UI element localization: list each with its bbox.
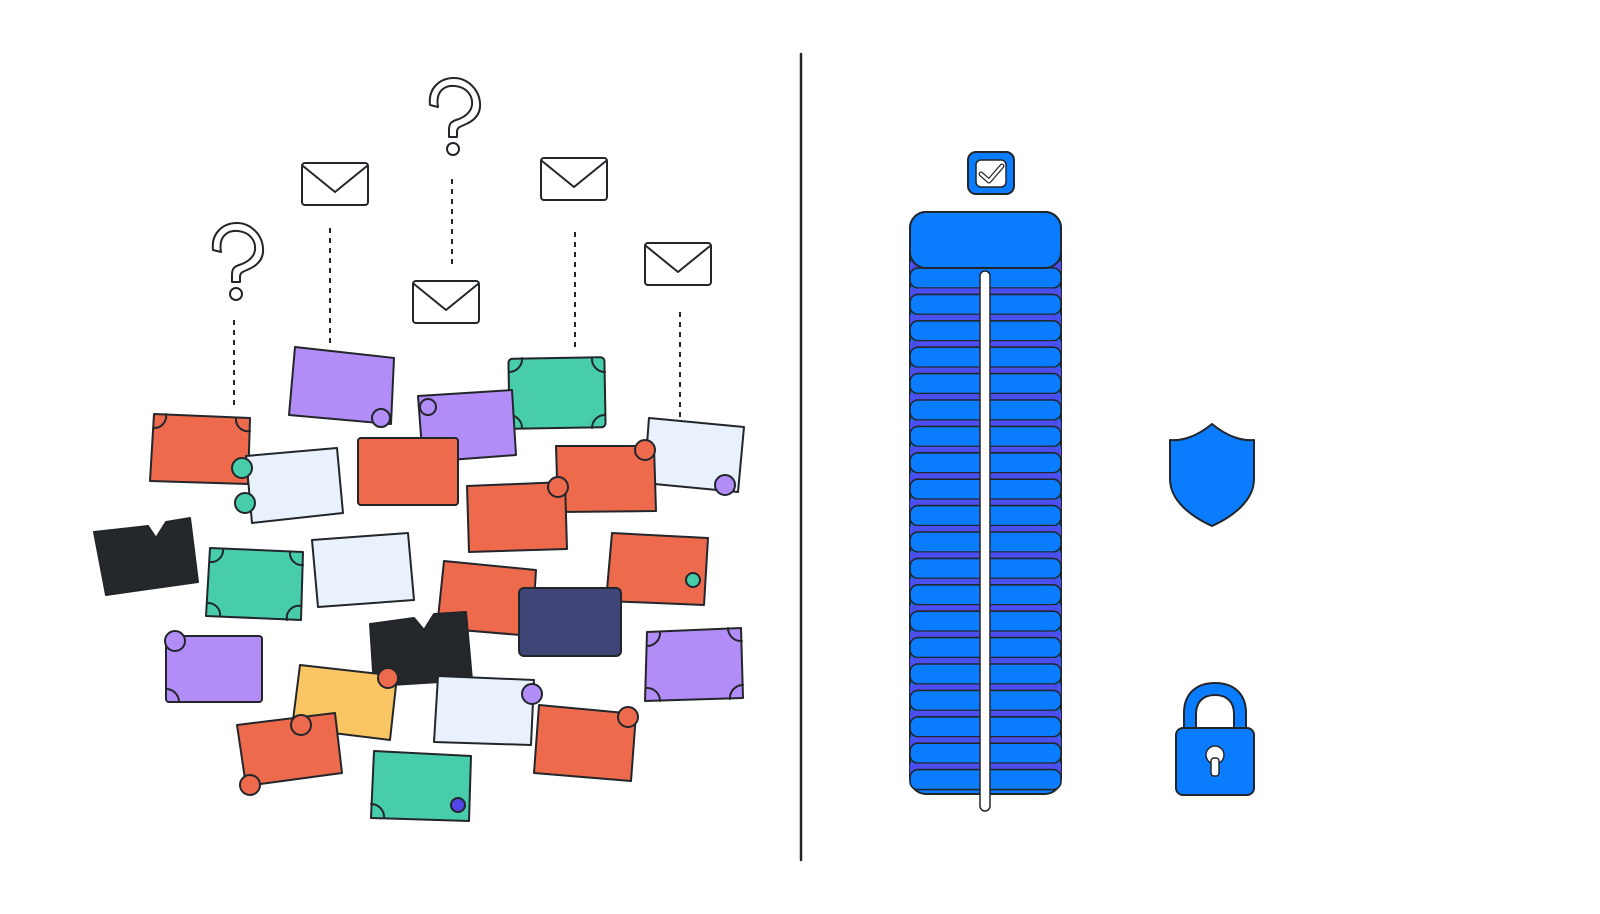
data-card-orange: [357, 437, 459, 506]
padlock-icon: [1175, 682, 1255, 796]
question-mark-icon: [211, 222, 265, 301]
data-card-orange: [555, 439, 657, 513]
data-card-navy: [518, 587, 622, 657]
scattered-data-cards: [93, 346, 745, 822]
data-card-orange: [533, 704, 639, 782]
data-card-teal: [370, 750, 472, 822]
dashed-connectors: [233, 179, 681, 418]
envelope-icon: [644, 242, 712, 286]
data-card-purple: [164, 630, 263, 703]
data-card-orange: [605, 532, 709, 606]
data-card-orange: [466, 476, 569, 553]
question-mark-icon: [428, 77, 482, 156]
data-card-teal: [205, 547, 304, 621]
shield-icon: [1169, 423, 1255, 527]
data-card-pale: [433, 675, 543, 746]
data-card-teal: [507, 356, 607, 430]
data-card-pale: [311, 532, 415, 608]
server-rail: [979, 270, 991, 812]
folder-card-black: [93, 517, 199, 596]
data-card-orange: [236, 712, 343, 796]
data-card-purple: [644, 627, 744, 702]
envelope-icon: [540, 157, 608, 201]
data-card-pale: [643, 417, 745, 496]
server-rack-icon: [909, 211, 1062, 812]
data-card-pale: [231, 447, 344, 524]
checkmark-badge: [967, 151, 1015, 195]
data-card-purple: [288, 346, 395, 428]
envelope-icon: [412, 280, 480, 324]
envelope-icon: [301, 162, 369, 206]
